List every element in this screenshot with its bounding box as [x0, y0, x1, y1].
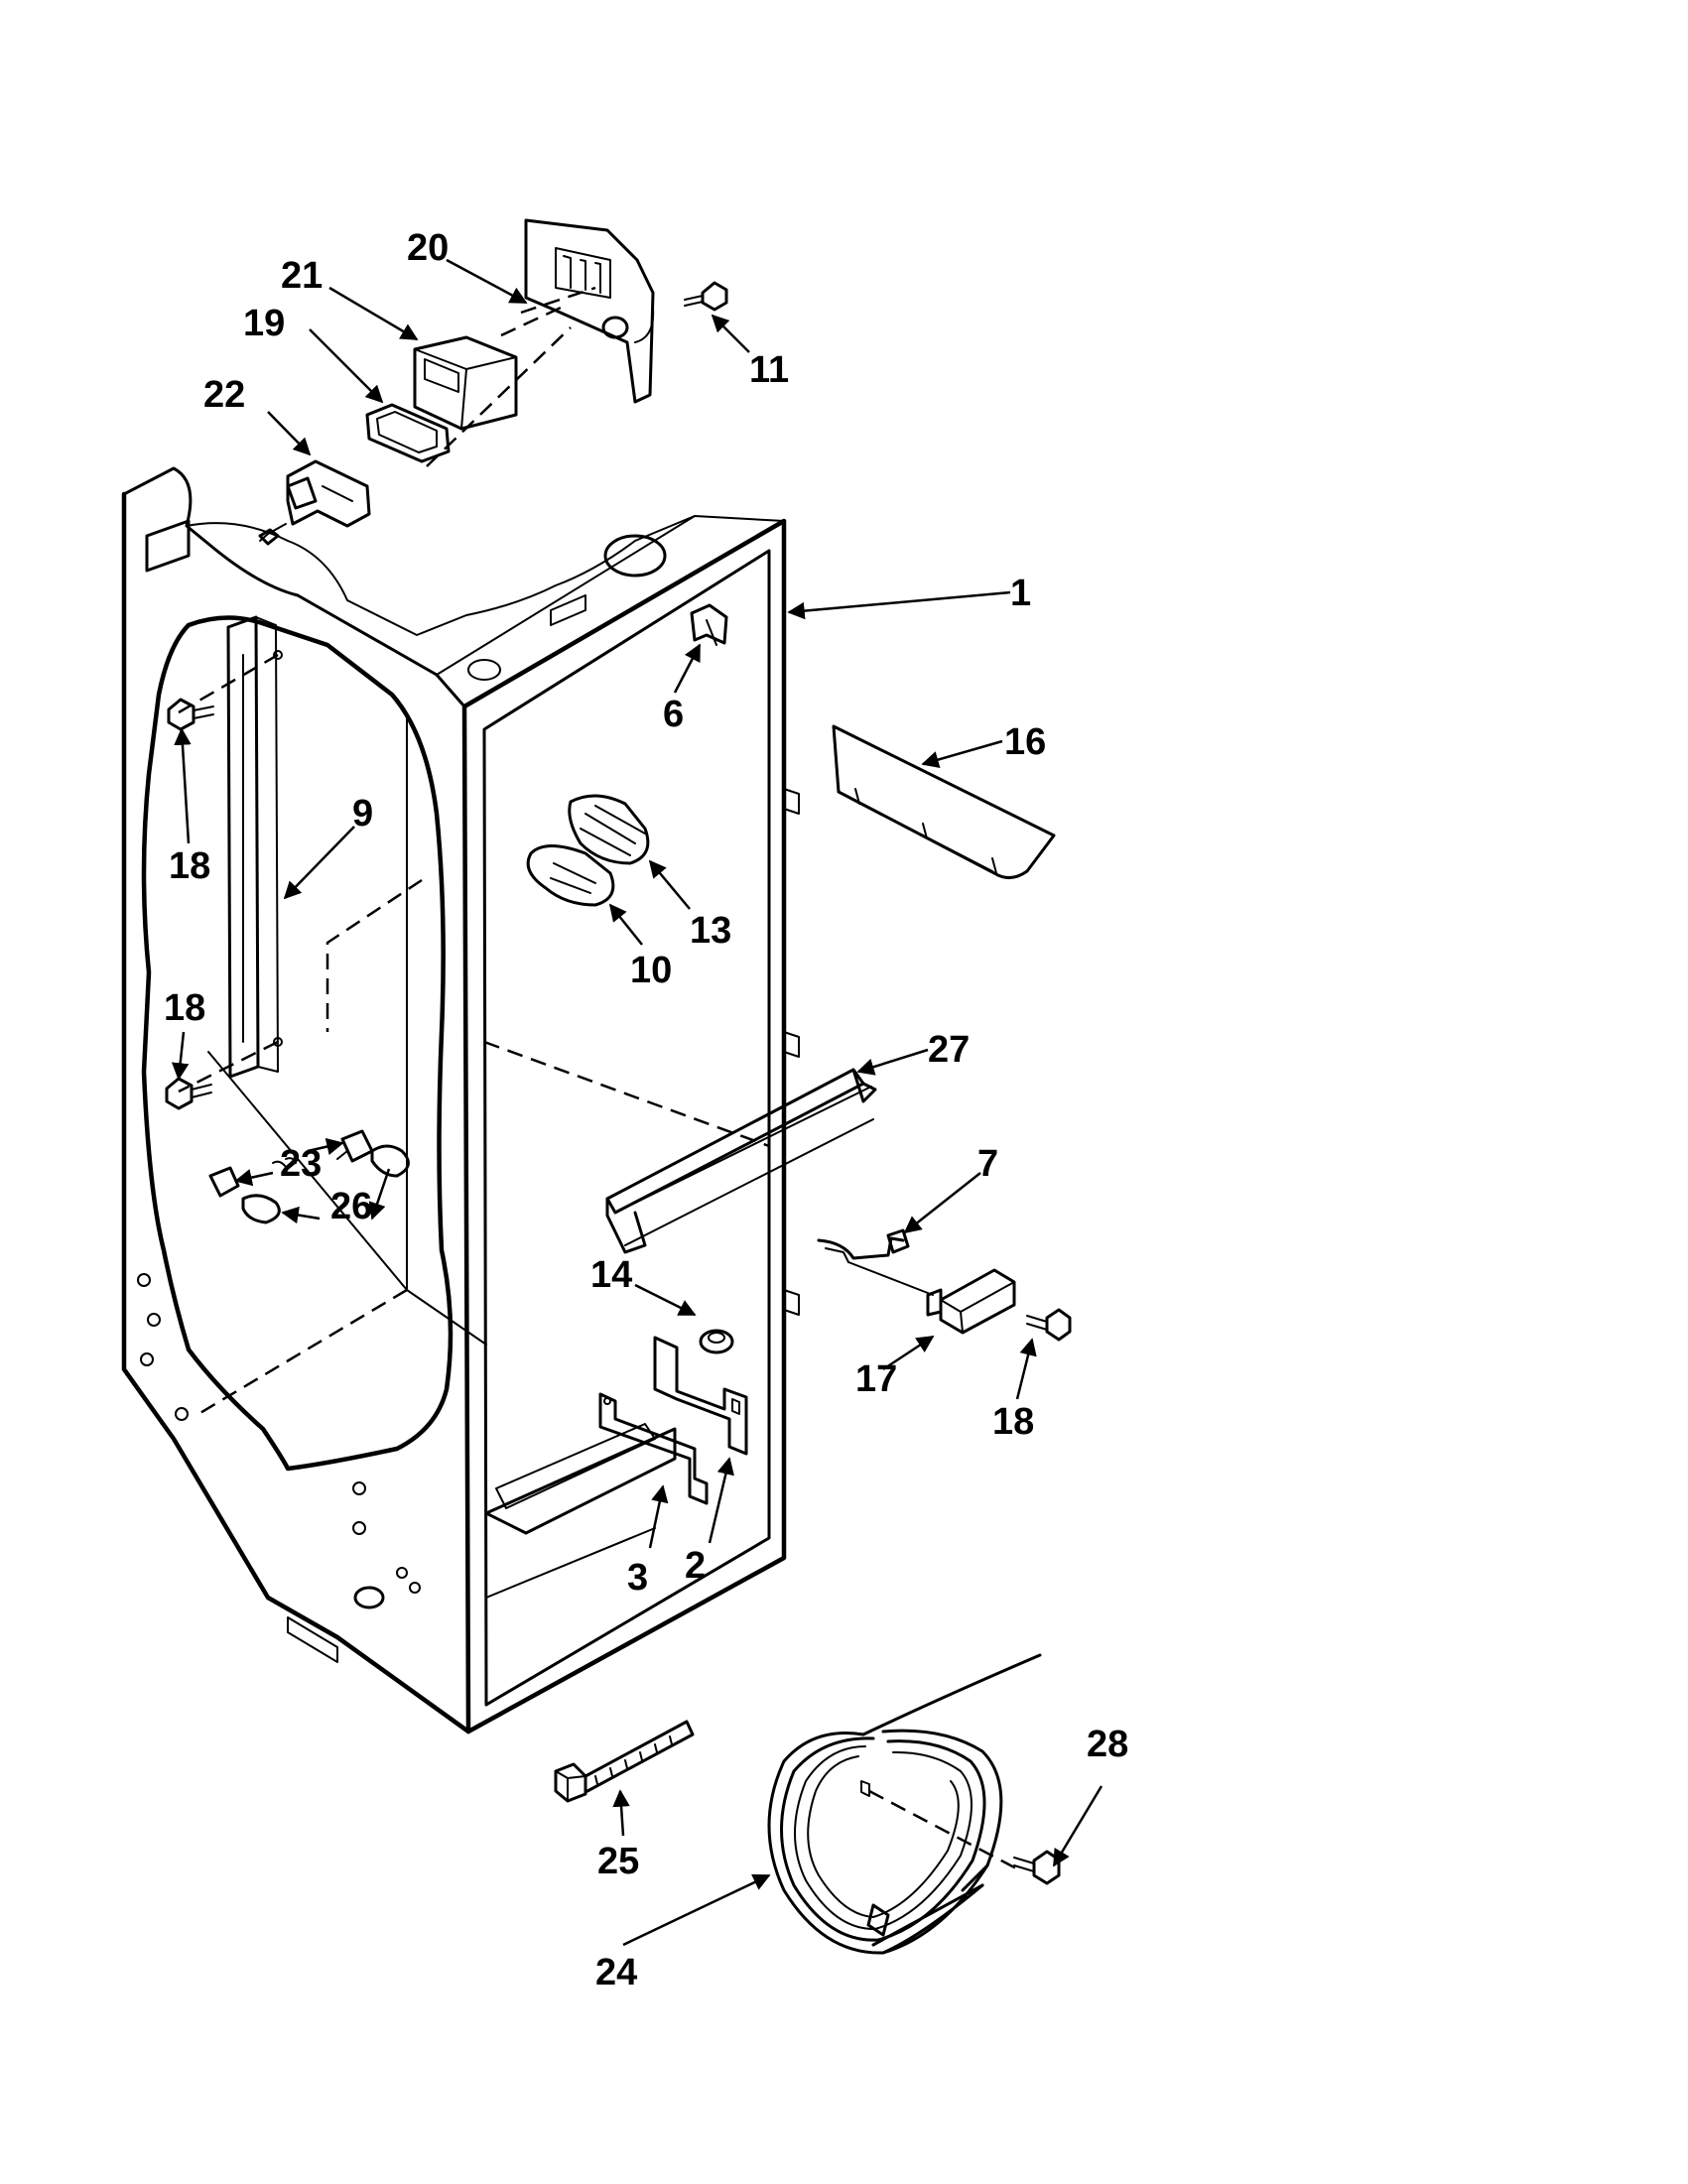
callout-18: 18	[164, 987, 205, 1029]
callout-19: 19	[243, 303, 285, 344]
part-9-shelf-rail	[226, 615, 283, 1079]
callout-3: 3	[627, 1557, 648, 1599]
callout-14: 14	[590, 1254, 632, 1296]
light-bulb-icon	[241, 1194, 281, 1224]
part-14-plug	[699, 1329, 734, 1354]
leader-lines	[171, 258, 1104, 1947]
part-27-channel	[605, 1068, 877, 1254]
callout-18: 18	[992, 1401, 1034, 1443]
callout-13: 13	[690, 910, 731, 952]
callout-1: 1	[1010, 573, 1031, 614]
light-socket-icon	[208, 1166, 240, 1198]
light-socket-icon	[336, 1129, 374, 1163]
callout-9: 9	[352, 793, 373, 835]
part-24-tubing-coil	[767, 1653, 1042, 1955]
callout-17: 17	[855, 1358, 897, 1400]
cabinet-liner	[121, 466, 800, 1734]
callout-28: 28	[1087, 1724, 1128, 1765]
callout-2: 2	[685, 1545, 706, 1587]
screw-icon	[258, 528, 280, 546]
screw-icon	[1013, 1850, 1061, 1885]
part-10-vent-cover	[526, 844, 615, 907]
part-19-gasket	[365, 403, 451, 463]
callout-27: 27	[928, 1029, 970, 1071]
part-13-vent-grille	[568, 794, 650, 865]
part-17-switch	[926, 1268, 1016, 1335]
part-2-bracket	[653, 1336, 748, 1456]
callout-22: 22	[203, 374, 245, 416]
screw-icon	[684, 281, 728, 312]
callout-25: 25	[597, 1841, 639, 1882]
light-bulb-icon	[370, 1144, 410, 1178]
screw-icon	[167, 698, 214, 731]
callout-18: 18	[169, 845, 210, 887]
part-21-housing	[413, 335, 518, 431]
callout-10: 10	[630, 950, 672, 991]
part-3-bracket	[598, 1392, 709, 1505]
callout-20: 20	[407, 227, 449, 269]
callout-24: 24	[595, 1952, 637, 1993]
callout-26: 26	[330, 1186, 372, 1227]
screw-icon	[1026, 1308, 1072, 1342]
part-25-cable-tie	[554, 1720, 695, 1803]
part-20-control-panel	[524, 218, 655, 404]
callout-labels: 1 2 3 6 7 9 10 11 13 14 16 17 18 18 18 1…	[164, 227, 1128, 1993]
callout-7: 7	[977, 1143, 998, 1185]
callout-16: 16	[1004, 721, 1046, 763]
callout-21: 21	[281, 255, 323, 297]
part-7-wire-harness	[817, 1228, 934, 1296]
part-22-thermostat	[286, 459, 371, 528]
callout-6: 6	[663, 694, 684, 735]
part-6-clip	[690, 603, 728, 646]
screw-icon	[165, 1077, 212, 1110]
callout-23: 23	[280, 1143, 322, 1185]
callout-11: 11	[749, 349, 789, 391]
part-16-trough	[832, 724, 1056, 879]
